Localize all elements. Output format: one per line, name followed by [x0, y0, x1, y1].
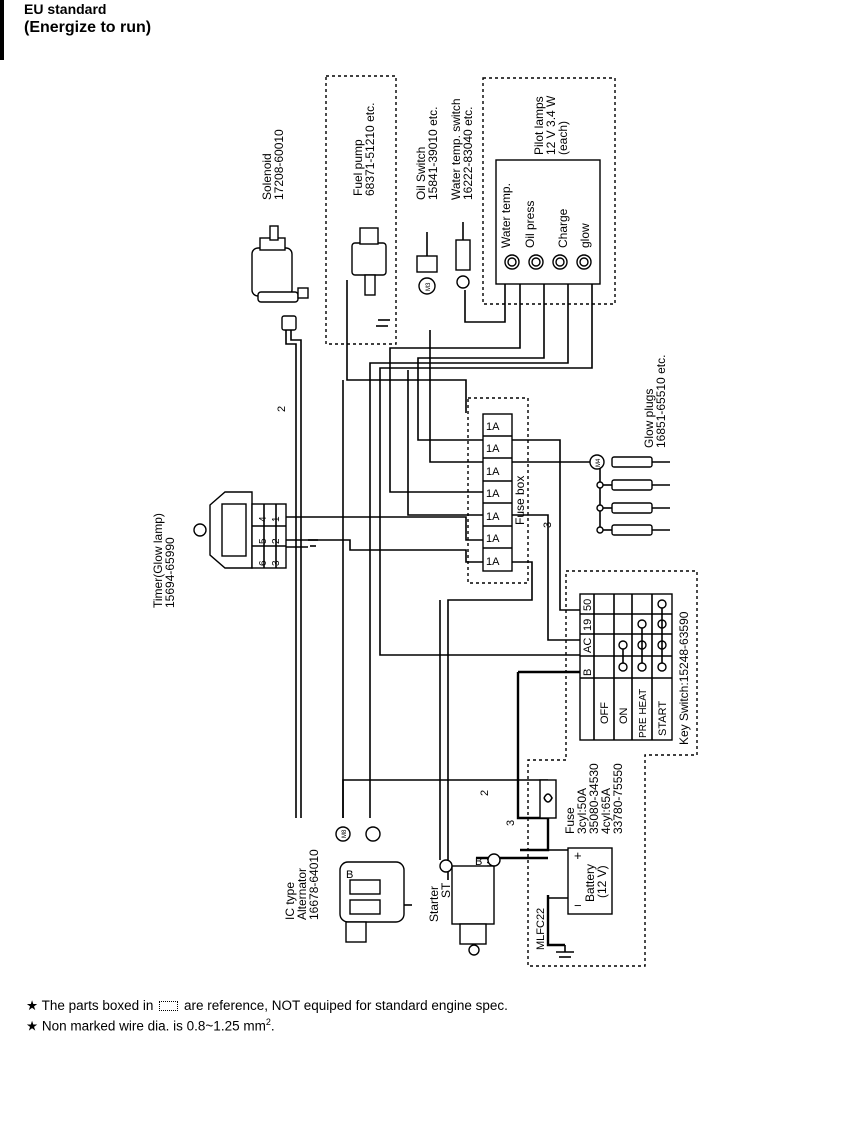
- alternator-m8: M8: [342, 829, 348, 838]
- alternator: [335, 826, 412, 943]
- fuse-main-line2: 35080-34530: [587, 763, 601, 834]
- fuse-1a-3: 1A: [486, 466, 500, 478]
- dotted-box-symbol: [159, 1001, 179, 1012]
- timer-terminal-4: 4: [258, 516, 269, 522]
- key-switch-table: [579, 593, 673, 741]
- starter: [439, 853, 501, 956]
- glow-plug-m4-label: M4: [596, 458, 602, 467]
- battery-name: Battery: [583, 864, 597, 902]
- pilot-lamps-rating: 12 V 3.4 W: [544, 95, 558, 155]
- fuse-main-line1: 3cyl:50A: [575, 788, 589, 834]
- wires: [285, 275, 612, 947]
- wire-label-2-top: 2: [276, 406, 288, 412]
- fuse-1a-6: 1A: [486, 533, 500, 545]
- starter-st: ST: [439, 882, 453, 898]
- alternator-type: IC type: [283, 882, 297, 920]
- pilot-lamps-each: (each): [556, 121, 570, 155]
- solenoid-name: Solenoid: [260, 153, 274, 200]
- note-1-suffix: are reference, NOT equiped for standard …: [183, 998, 508, 1013]
- fuse-main-name: Fuse: [563, 807, 577, 834]
- main-fuse: [539, 779, 557, 819]
- glow-plugs-part: 16851-65510 etc.: [654, 355, 668, 448]
- key-row-start: START: [657, 701, 669, 736]
- key-switch-ref-box: [527, 570, 698, 967]
- lamp-label-oil-press: Oil press: [523, 201, 537, 248]
- lamp-label-glow: glow: [578, 223, 592, 248]
- pilot-lamps-name: Pilot lamps: [532, 96, 546, 155]
- alternator-name: Alternator: [295, 868, 309, 920]
- water-temp-switch-name: Water temp. switch: [449, 98, 463, 200]
- note-2-text: ★ Non marked wire dia. is 0.8~1.25 mm: [26, 1018, 266, 1034]
- starter-b: B: [475, 856, 482, 868]
- lamp-label-charge: Charge: [556, 208, 570, 248]
- timer-name: Timer(Glow lamp): [151, 513, 165, 608]
- fuel-pump-ref-box: [325, 75, 397, 345]
- fuse-main-line4: 33780-75550: [611, 763, 625, 834]
- water-temp-switch-part: 16222-83040 etc.: [461, 107, 475, 200]
- battery: [548, 847, 613, 958]
- wire-label-2-bottom: 2: [479, 790, 491, 796]
- battery-voltage: (12 V): [595, 865, 609, 898]
- timer-part: 15694-65990: [163, 537, 177, 608]
- glow-plugs-name: Glow plugs: [642, 389, 656, 448]
- alternator-b: B: [346, 869, 353, 881]
- fuel-pump: [346, 227, 390, 327]
- lamp-sockets: [504, 254, 592, 270]
- oil-switch-name: Oil Switch: [414, 147, 428, 200]
- key-row-off: OFF: [599, 702, 611, 724]
- oil-switch-label-m3: M3: [426, 282, 432, 291]
- key-switch-name: Key Switch:15248-63590: [677, 611, 691, 745]
- header-bar: [0, 0, 4, 60]
- battery-plus: +: [574, 848, 582, 863]
- glow-plugs: [589, 454, 670, 536]
- pilot-lamp-ref-box: [482, 77, 616, 305]
- key-col-50: 50: [582, 599, 594, 611]
- lamp-label-water-temp: Water temp.: [499, 183, 513, 248]
- fuse-box-ref-box: [467, 397, 529, 584]
- alternator-part: 16678-64010: [307, 849, 321, 920]
- key-col-b: B: [582, 669, 594, 676]
- fuse-1a-5: 1A: [486, 511, 500, 523]
- fuse-1a-7: 1A: [486, 556, 500, 568]
- timer-terminal-3: 3: [271, 560, 282, 566]
- fuse-box: [482, 413, 513, 572]
- oil-switch: [416, 232, 438, 295]
- fuse-1a-2: 1A: [486, 443, 500, 455]
- standard-heading: EU standard: [24, 1, 107, 17]
- note-2-end: .: [270, 1018, 275, 1034]
- battery-minus: −: [574, 898, 582, 913]
- key-col-19: 19: [582, 619, 594, 631]
- note-2: ★ Non marked wire dia. is 0.8~1.25 mm2.: [26, 1014, 508, 1035]
- timer-terminal-2: 2: [271, 538, 282, 544]
- oil-switch-part: 15841-39010 etc.: [426, 107, 440, 200]
- wire-label-mlfc22-side: MLFC22: [535, 908, 547, 950]
- timer: [193, 491, 318, 569]
- fuse-1a-1: 1A: [486, 421, 500, 433]
- fuel-pump-name: Fuel pump: [351, 139, 365, 196]
- fuel-pump-part: 68371-51210 etc.: [363, 103, 377, 196]
- starter-name: Starter: [427, 886, 441, 922]
- fuse-main-line3: 4cyl:65A: [599, 788, 613, 834]
- footnotes: ★ The parts boxed in are reference, NOT …: [26, 998, 508, 1035]
- note-2-sup: 2: [265, 1017, 271, 1027]
- note-1-prefix: ★ The parts boxed in: [26, 998, 154, 1013]
- key-row-preheat: PRE HEAT: [638, 689, 649, 738]
- timer-terminal-5: 5: [258, 538, 269, 544]
- subtitle-heading: (Energize to run): [24, 19, 152, 36]
- fuse-box-name: Fuse box: [513, 476, 527, 525]
- water-temp-switch: [455, 222, 471, 289]
- key-row-on: ON: [618, 707, 630, 724]
- solenoid-part: 17208-60010: [272, 129, 286, 200]
- solenoid: [251, 225, 309, 331]
- wire-label-3-bottom: 3: [505, 820, 517, 826]
- timer-terminal-6: 6: [258, 560, 269, 566]
- fuse-1a-4: 1A: [486, 488, 500, 500]
- wire-label-3-fuse: 3: [542, 522, 554, 528]
- timer-terminal-1: 1: [271, 516, 282, 522]
- key-col-ac: AC: [582, 638, 594, 653]
- note-1: ★ The parts boxed in are reference, NOT …: [26, 998, 508, 1014]
